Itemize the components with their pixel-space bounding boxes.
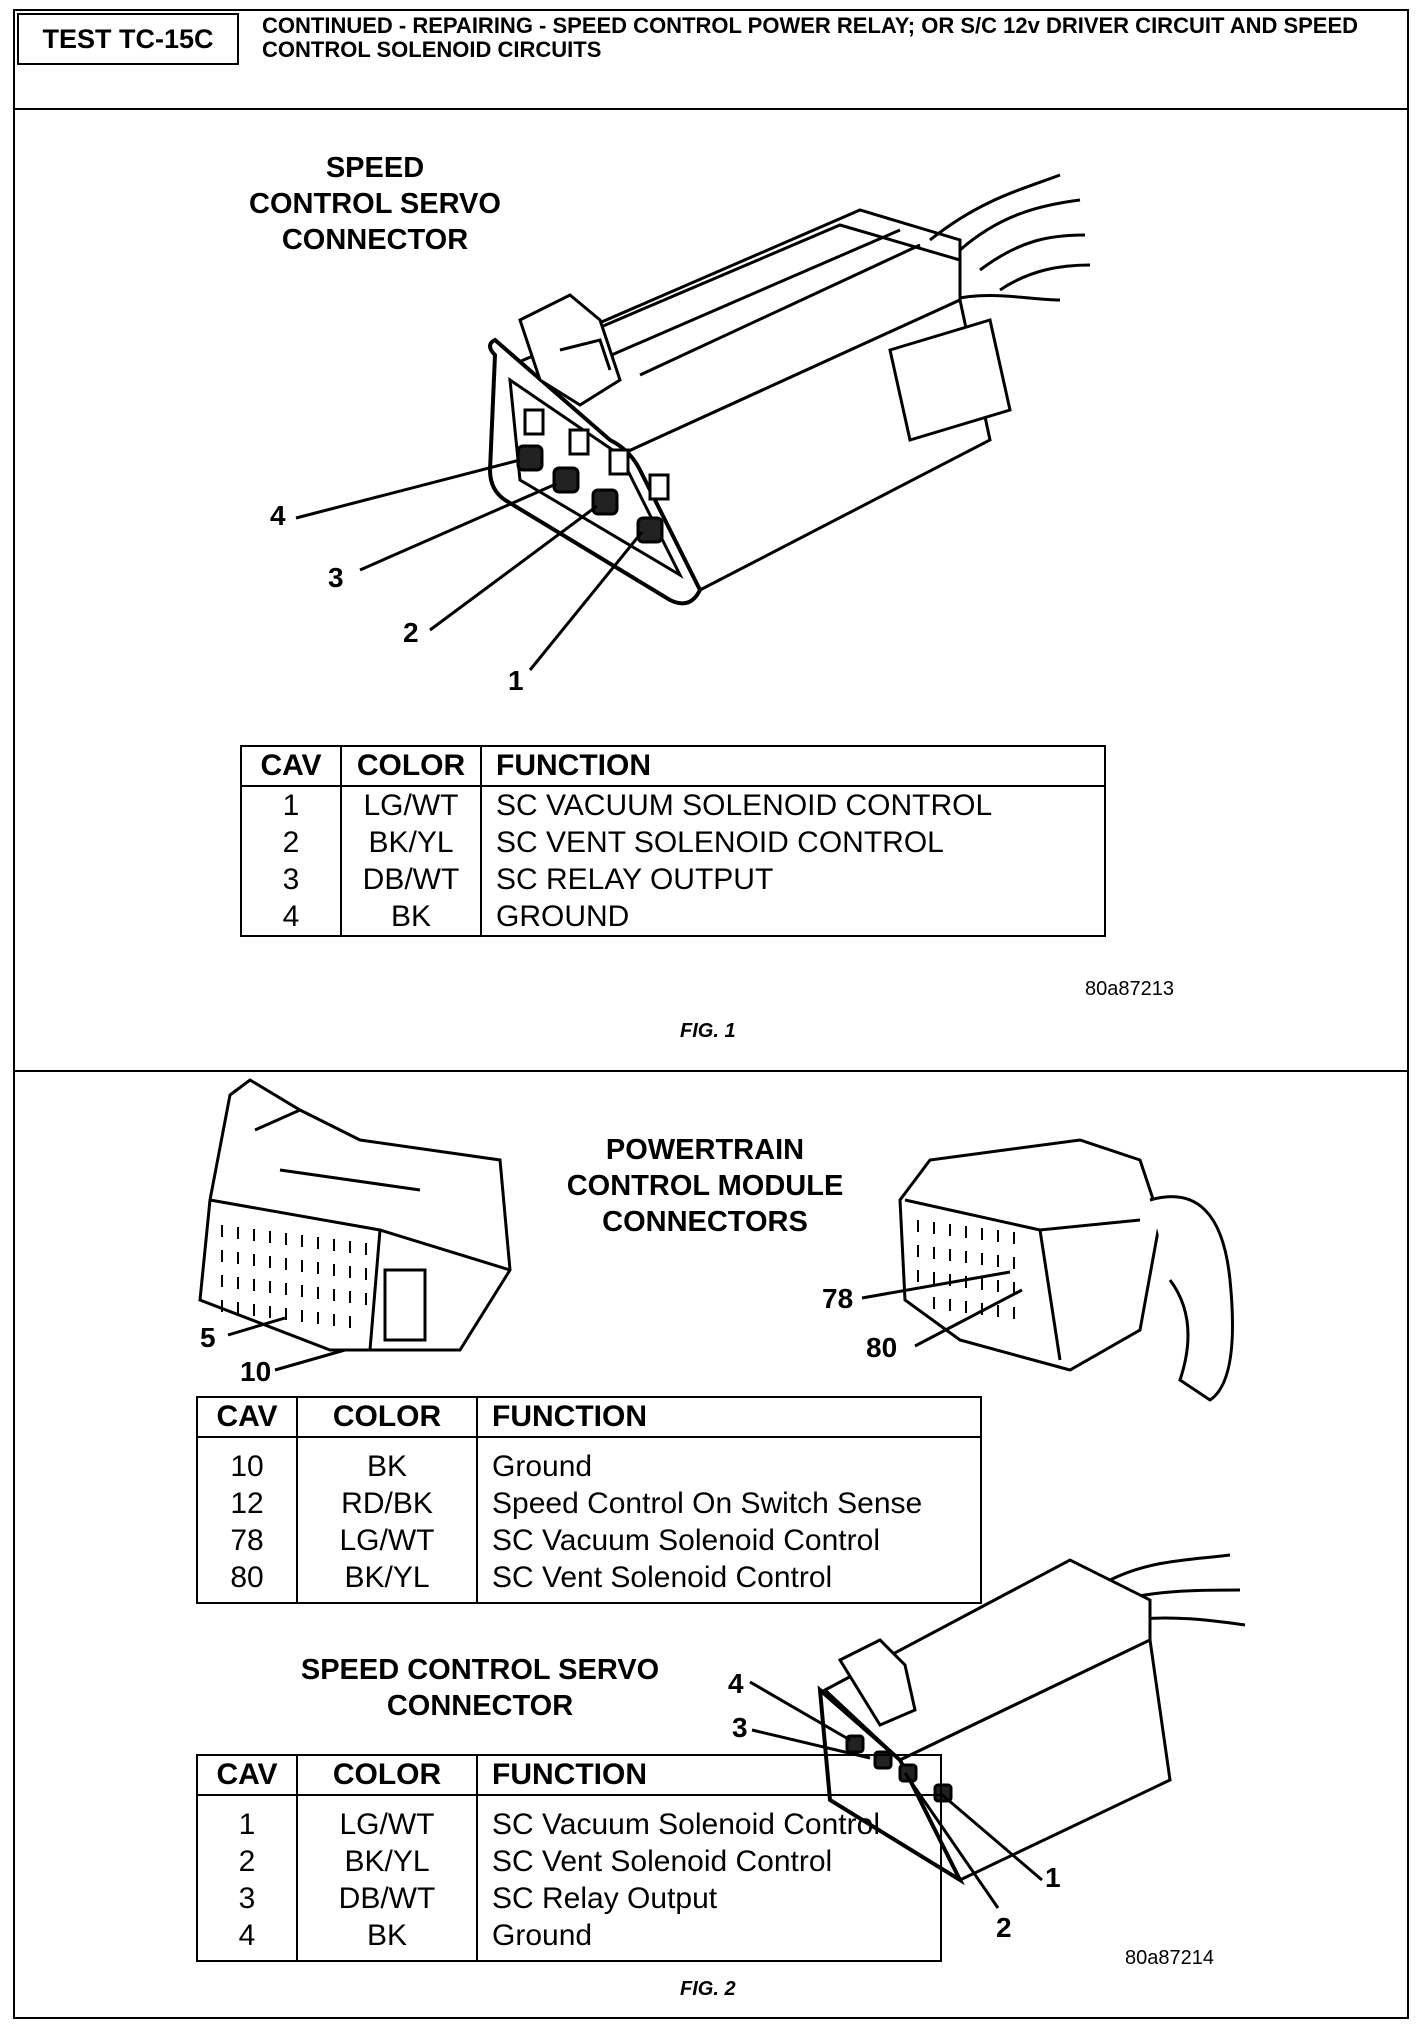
servo-connector-label: SPEED CONTROL SERVO CONNECTOR — [249, 152, 501, 256]
cell-cav: 4 — [197, 1917, 298, 1961]
cell-function: SC VACUUM SOLENOID CONTROL — [496, 789, 993, 822]
page-frame — [13, 9, 1409, 2019]
servo-callout-4: 4 — [728, 1668, 744, 1699]
table-row: 3 DB/WT SC Relay Output — [197, 1880, 941, 1917]
fig2-image-code: 80a87214 — [1125, 1947, 1214, 1969]
pcm-connector-right-drawing — [861, 1138, 1234, 1402]
pin-callout-2: 2 — [403, 617, 419, 648]
col-color: COLOR — [297, 1397, 478, 1438]
pin-callout-3: 3 — [328, 562, 344, 593]
cell-function: SC Relay Output — [492, 1882, 718, 1915]
col-color: COLOR — [297, 1755, 478, 1796]
cell-cav: 12 — [197, 1485, 298, 1522]
table-row: 2 BK/YL SC Vent Solenoid Control — [197, 1843, 941, 1880]
col-cav: CAV — [197, 1755, 298, 1796]
cell-color: BK — [297, 1917, 478, 1961]
pin-callout-1: 1 — [508, 665, 524, 696]
col-cav: CAV — [241, 746, 342, 787]
test-id-box: TEST TC-15C — [17, 13, 239, 65]
cell-color: BK/YL — [297, 1559, 478, 1603]
table-row: 3 DB/WT SC RELAY OUTPUT — [241, 861, 1105, 898]
cell-color: RD/BK — [297, 1485, 478, 1522]
figure-divider — [13, 1070, 1409, 1072]
cell-cav: 78 — [197, 1522, 298, 1559]
table-row: 2 BK/YL SC VENT SOLENOID CONTROL — [241, 824, 1105, 861]
fig1-pinout-table: CAV COLOR FUNCTION 1 LG/WT SC VACUUM SOL… — [240, 745, 1106, 937]
cell-color: LG/WT — [341, 786, 482, 824]
col-color: COLOR — [341, 746, 482, 787]
cell-color: BK/YL — [297, 1843, 478, 1880]
cell-function: SC Vacuum Solenoid Control — [492, 1524, 880, 1557]
cell-function: Speed Control On Switch Sense — [492, 1487, 923, 1520]
cell-function: Ground — [492, 1450, 593, 1483]
cell-color: LG/WT — [297, 1795, 478, 1843]
cell-cav: 2 — [197, 1843, 298, 1880]
cell-function: Ground — [492, 1919, 593, 1952]
col-function: FUNCTION — [477, 1755, 941, 1796]
table-row: 4 BK Ground — [197, 1917, 941, 1961]
cell-cav: 4 — [241, 898, 342, 936]
pcm-connector-left-drawing — [198, 1078, 512, 1372]
fig1-caption: FIG. 1 — [680, 1020, 736, 1042]
pcm-pinout-table: CAV COLOR FUNCTION 10 BK Ground 12 RD/BK… — [196, 1396, 982, 1604]
table-row: 10 BK Ground — [197, 1437, 981, 1485]
table-header-row: CAV COLOR FUNCTION — [197, 1755, 941, 1796]
cell-function: SC Vent Solenoid Control — [492, 1845, 833, 1878]
cell-cav: 2 — [241, 824, 342, 861]
cell-function: SC Vacuum Solenoid Control — [492, 1808, 880, 1841]
cell-cav: 3 — [241, 861, 342, 898]
cell-function: SC VENT SOLENOID CONTROL — [496, 826, 944, 859]
cell-cav: 1 — [241, 786, 342, 824]
cell-cav: 3 — [197, 1880, 298, 1917]
pcm-callout-78: 78 — [822, 1283, 854, 1314]
col-function: FUNCTION — [477, 1397, 981, 1438]
header-divider — [13, 108, 1409, 110]
col-cav: CAV — [197, 1397, 298, 1438]
fig2-servo-pinout-table: CAV COLOR FUNCTION 1 LG/WT SC Vacuum Sol… — [196, 1754, 942, 1962]
cell-cav: 10 — [197, 1437, 298, 1485]
cell-function: GROUND — [496, 900, 630, 933]
table-row: 4 BK GROUND — [241, 898, 1105, 936]
table-row: 80 BK/YL SC Vent Solenoid Control — [197, 1559, 981, 1603]
table-header-row: CAV COLOR FUNCTION — [241, 746, 1105, 787]
cell-color: BK/YL — [341, 824, 482, 861]
cell-cav: 1 — [197, 1795, 298, 1843]
pcm-callout-5: 5 — [200, 1322, 216, 1353]
servo-callout-1: 1 — [1045, 1862, 1061, 1893]
table-row: 1 LG/WT SC Vacuum Solenoid Control — [197, 1795, 941, 1843]
table-row: 78 LG/WT SC Vacuum Solenoid Control — [197, 1522, 981, 1559]
cell-color: BK — [341, 898, 482, 936]
cell-cav: 80 — [197, 1559, 298, 1603]
fig2-caption: FIG. 2 — [680, 1978, 736, 2000]
cell-color: DB/WT — [341, 861, 482, 898]
servo-connector-drawing-fig1 — [295, 173, 1091, 671]
header-title: CONTINUED - REPAIRING - SPEED CONTROL PO… — [262, 13, 1359, 62]
pin-callout-4: 4 — [270, 500, 286, 531]
fig1-image-code: 80a87213 — [1085, 978, 1174, 1000]
cell-function: SC RELAY OUTPUT — [496, 863, 774, 896]
servo-callout-3: 3 — [732, 1712, 748, 1743]
cell-color: LG/WT — [297, 1522, 478, 1559]
pcm-connectors-label: POWERTRAIN CONTROL MODULE CONNECTORS — [566, 1134, 844, 1238]
cell-color: DB/WT — [297, 1880, 478, 1917]
pcm-callout-10: 10 — [240, 1356, 272, 1387]
cell-color: BK — [297, 1437, 478, 1485]
servo-callout-2: 2 — [996, 1912, 1012, 1943]
table-row: 1 LG/WT SC VACUUM SOLENOID CONTROL — [241, 786, 1105, 824]
table-row: 12 RD/BK Speed Control On Switch Sense — [197, 1485, 981, 1522]
fig2-servo-connector-label: SPEED CONTROL SERVO CONNECTOR — [300, 1654, 660, 1722]
cell-function: SC Vent Solenoid Control — [492, 1561, 833, 1594]
col-function: FUNCTION — [481, 746, 1105, 787]
pcm-callout-80: 80 — [866, 1332, 898, 1363]
table-header-row: CAV COLOR FUNCTION — [197, 1397, 981, 1438]
